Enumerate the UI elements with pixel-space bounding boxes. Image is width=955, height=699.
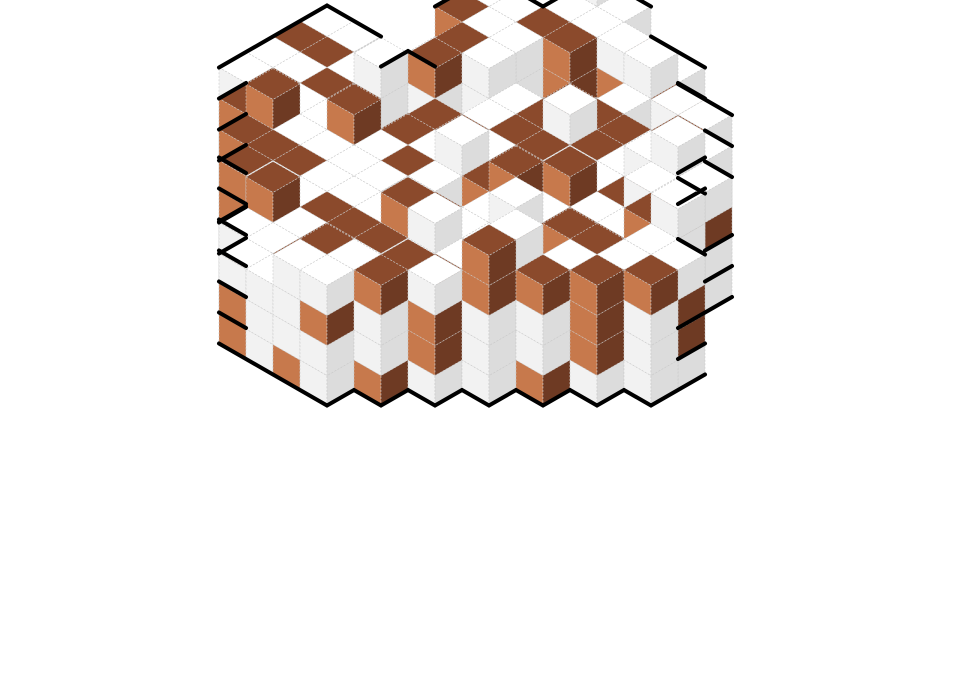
cube-field <box>219 0 732 406</box>
